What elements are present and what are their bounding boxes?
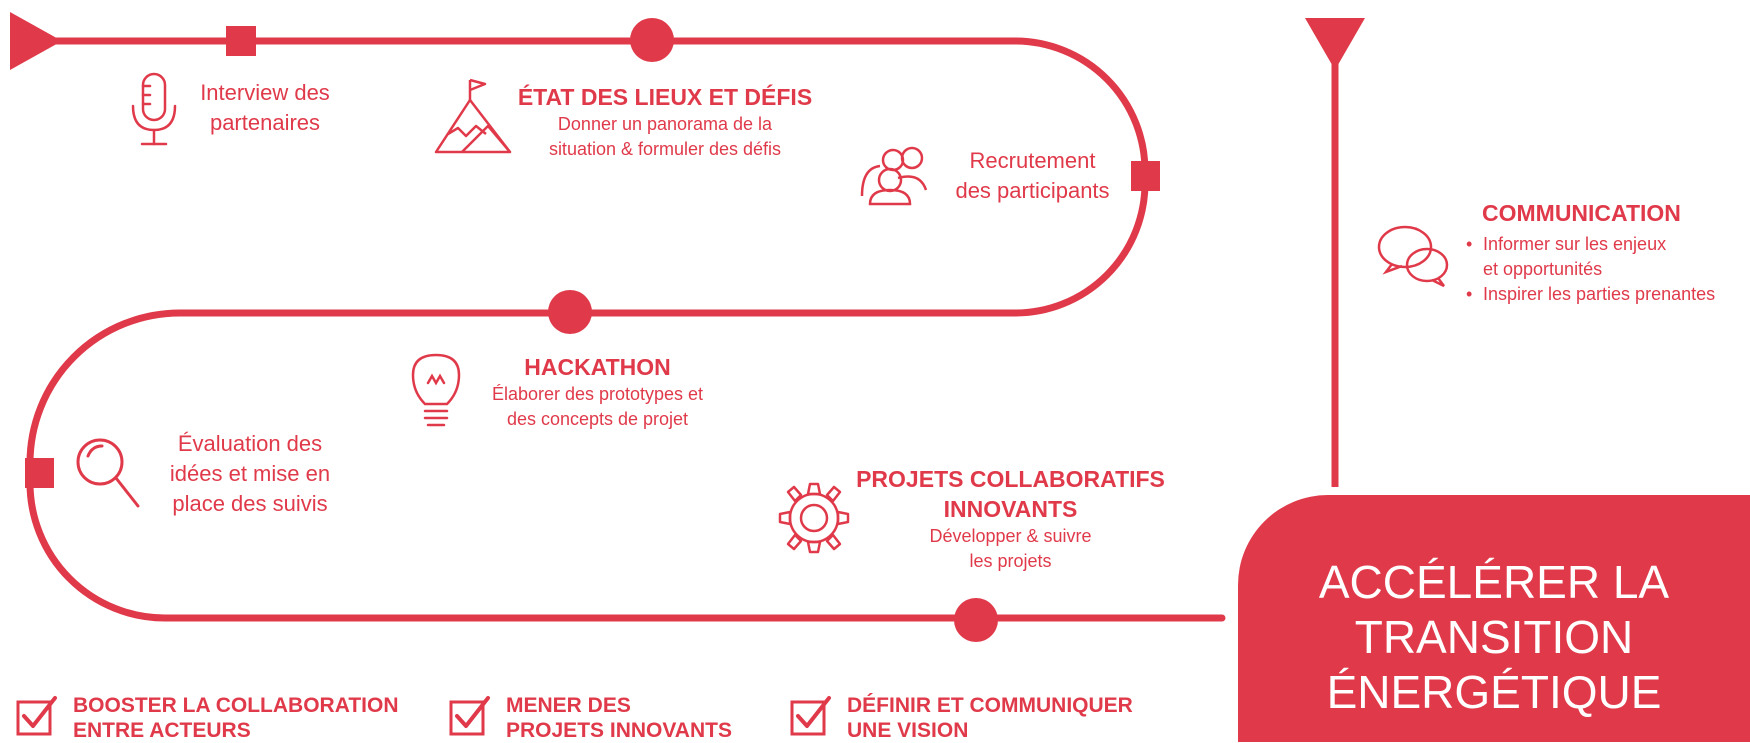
communication-bullet-1-line1: Informer sur les enjeux (1483, 234, 1667, 254)
milestone-dot-projets (954, 598, 998, 642)
milestone-dot-etat (630, 18, 674, 62)
hero-line3: ÉNERGÉTIQUE (1326, 666, 1662, 718)
goal-vision: DÉFINIR ET COMMUNIQUER UNE VISION (790, 693, 1133, 743)
hero-line2: TRANSITION (1354, 611, 1634, 663)
step-hackathon-title: HACKATHON (524, 354, 671, 380)
step-projets: PROJETS COLLABORATIFS INNOVANTS Développ… (848, 464, 1173, 574)
step-recrutement: Recrutement des participants (945, 146, 1120, 206)
checkbox-checked-icon (790, 696, 831, 736)
step-evaluation: Évaluation des idées et mise en place de… (155, 429, 345, 519)
step-evaluation-line1: Évaluation des (177, 431, 323, 456)
milestone-square-interview (226, 26, 256, 56)
roadmap-path (26, 37, 1226, 622)
communication-bullet-1: Informer sur les enjeux et opportunités (1463, 232, 1715, 282)
step-interview-line1: Interview des (200, 80, 330, 105)
step-evaluation-line3: place des suivis (172, 491, 328, 516)
microphone-icon (131, 72, 177, 146)
communication-arrow-icon (1305, 18, 1365, 70)
hero-text: ACCÉLÉRER LA TRANSITION ÉNERGÉTIQUE (1238, 555, 1750, 720)
step-hackathon-line2: des concepts de projet (506, 409, 689, 429)
step-hackathon-line1: Élaborer des prototypes et (491, 384, 704, 404)
milestone-dot-hackathon (548, 290, 592, 334)
goal-projets-line1: MENER DES (506, 694, 631, 717)
communication-bullet-2: Inspirer les parties prenantes (1463, 282, 1715, 307)
communication-list: Informer sur les enjeux et opportunités … (1463, 232, 1715, 307)
hero-line1: ACCÉLÉRER LA (1318, 556, 1670, 608)
goal-collaboration-line2: ENTRE ACTEURS (73, 719, 251, 742)
step-projets-line2: les projets (969, 551, 1052, 571)
step-projets-title2: INNOVANTS (943, 496, 1078, 522)
start-arrow-icon (10, 12, 62, 70)
step-projets-title1: PROJETS COLLABORATIFS (856, 466, 1165, 492)
magnifier-icon (76, 438, 140, 508)
goal-vision-line2: UNE VISION (847, 719, 969, 742)
chat-bubbles-icon (1377, 225, 1449, 288)
goal-vision-line1: DÉFINIR ET COMMUNIQUER (847, 694, 1133, 717)
step-etat-line2: situation & formuler des défis (548, 139, 782, 159)
step-etat-line1: Donner un panorama de la (557, 114, 773, 134)
milestone-square-recrutement (1131, 161, 1160, 191)
communication-bullet-1-line2: et opportunités (1483, 259, 1603, 279)
people-group-icon (860, 146, 928, 206)
step-hackathon: HACKATHON Élaborer des prototypes et des… (465, 352, 730, 432)
step-recrutement-line2: des participants (955, 178, 1110, 203)
step-recrutement-line1: Recrutement (969, 148, 1096, 173)
gear-icon (778, 482, 850, 554)
communication-title: COMMUNICATION (1482, 200, 1681, 226)
step-interview: Interview des partenaires (190, 78, 340, 138)
step-etat-title: ÉTAT DES LIEUX ET DÉFIS (517, 84, 813, 110)
goal-collaboration-line1: BOOSTER LA COLLABORATION (73, 694, 399, 717)
checkbox-checked-icon (16, 696, 57, 736)
checkbox-checked-icon (449, 696, 490, 736)
goal-projets: MENER DES PROJETS INNOVANTS (449, 693, 732, 743)
step-evaluation-line2: idées et mise en (169, 461, 331, 486)
goal-projets-line2: PROJETS INNOVANTS (506, 719, 732, 742)
milestone-square-evaluation (25, 458, 54, 488)
lightbulb-icon (411, 353, 461, 427)
step-projets-line1: Développer & suivre (929, 526, 1092, 546)
goal-collaboration: BOOSTER LA COLLABORATION ENTRE ACTEURS (16, 693, 399, 743)
step-etat: ÉTAT DES LIEUX ET DÉFIS Donner un panora… (510, 82, 820, 162)
step-interview-line2: partenaires (209, 110, 321, 135)
mountain-flag-icon (434, 78, 512, 154)
hero-panel: ACCÉLÉRER LA TRANSITION ÉNERGÉTIQUE (1238, 495, 1750, 742)
